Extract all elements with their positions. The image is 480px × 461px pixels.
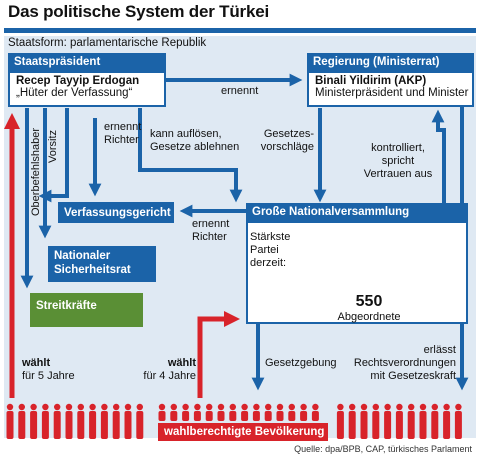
government-box: Regierung (Ministerrat) Binali Yildirim …	[307, 53, 474, 110]
person-icon	[77, 403, 85, 439]
person-icon	[241, 403, 249, 421]
person-icon	[276, 403, 284, 421]
person-icon	[348, 403, 356, 439]
total-seats-label: Abgeordnete	[337, 311, 401, 323]
president-role: „Hüter der Verfassung“	[16, 87, 133, 99]
person-icon	[407, 403, 415, 439]
person-icon	[89, 403, 97, 439]
person-icon	[6, 403, 14, 439]
label-vorsitz: Vorsitz	[47, 129, 59, 163]
label-aufloesen: kann auflösen, Gesetze ablehnen	[150, 128, 240, 153]
person-icon	[182, 403, 190, 421]
person-icon	[30, 403, 38, 439]
label-ernennt-government: ernennt	[221, 85, 259, 97]
person-icon	[18, 403, 26, 439]
subtitle: Staatsform: parlamentarische Republik	[8, 37, 207, 49]
label-kontrolliert: kontrolliert, spricht Vertrauen aus	[363, 142, 433, 180]
label-ernennt-richter-right: ernennt Richter	[192, 218, 230, 243]
person-icon	[158, 403, 166, 421]
person-icon	[288, 403, 296, 421]
person-icon	[384, 403, 392, 439]
assembly-box: Große Nationalversammlung	[246, 203, 468, 327]
government-header: Regierung (Ministerrat)	[307, 53, 474, 71]
person-icon	[264, 403, 272, 421]
government-role: Ministerpräsident und Minister	[315, 87, 469, 99]
armed-forces-box: Streitkräfte	[30, 293, 143, 327]
person-icon	[193, 403, 201, 421]
government-body: Binali Yildirim (AKP) Ministerpräsident …	[307, 71, 474, 107]
arrow-president-to-court	[38, 108, 69, 203]
person-icon	[419, 403, 427, 439]
person-icon	[124, 403, 132, 439]
person-icon	[431, 403, 439, 439]
president-name: Recep Tayyip Erdogan	[16, 75, 140, 87]
person-icon	[65, 403, 73, 439]
person-icon	[136, 403, 144, 439]
label-gesetzgebung: Gesetzgebung	[265, 357, 337, 369]
person-icon	[205, 403, 213, 421]
person-icon	[252, 403, 260, 421]
person-icon	[454, 403, 462, 439]
population-people	[6, 403, 462, 439]
person-icon	[395, 403, 403, 439]
government-name: Binali Yildirim (AKP)	[315, 75, 427, 87]
label-waehlt-left: wählt	[22, 357, 51, 369]
person-icon	[100, 403, 108, 439]
court-box: Verfassungsgericht	[58, 202, 174, 223]
title-rule	[4, 28, 476, 33]
assembly-header: Große Nationalversammlung	[246, 203, 468, 221]
arrow-population-elects-assembly	[197, 310, 241, 398]
arrow-president-to-assembly	[138, 108, 243, 203]
president-box: Staatspräsident Recep Tayyip Erdogan „Hü…	[8, 53, 166, 110]
label-fuer-4-jahre: für 4 Jahre	[143, 370, 196, 382]
president-body: Recep Tayyip Erdogan „Hüter der Verfassu…	[8, 71, 166, 107]
arrow-assembly-to-government	[431, 109, 446, 206]
president-header: Staatspräsident	[8, 53, 166, 71]
person-icon	[443, 403, 451, 439]
person-icon	[372, 403, 380, 439]
label-waehlt-mid: wählt	[167, 357, 196, 369]
person-icon	[170, 403, 178, 421]
party-name: AKP	[324, 252, 348, 264]
label-ernennt-richter-left: ernennt Richter	[104, 121, 142, 146]
page-title: Das politische System der Türkei	[8, 2, 269, 21]
person-icon	[300, 403, 308, 421]
total-seats: 550	[355, 293, 383, 310]
person-icon	[112, 403, 120, 439]
assembly-body	[246, 221, 468, 324]
party-seats: 317	[325, 264, 347, 279]
population-box: wahlberechtigte Bevölkerung	[158, 423, 328, 441]
security-council-box: Nationaler Sicherheitsrat	[48, 246, 156, 282]
person-icon	[217, 403, 225, 421]
person-icon	[229, 403, 237, 421]
person-icon	[53, 403, 61, 439]
label-erlaesst: erlässt Rechtsverordnungen mit Gesetzesk…	[353, 344, 456, 382]
source-note: Quelle: dpa/BPB, CAP, türkisches Parlame…	[294, 444, 472, 454]
person-icon	[336, 403, 344, 439]
label-gesetzesvorschlaege: Gesetzes- vorschläge	[260, 128, 314, 153]
strongest-party-label: Stärkste Partei derzeit:	[250, 231, 291, 269]
person-icon	[311, 403, 319, 421]
label-oberbefehlshaber: Oberbefehlshaber	[30, 127, 42, 216]
label-fuer-5-jahre: für 5 Jahre	[22, 370, 75, 382]
person-icon	[360, 403, 368, 439]
person-icon	[41, 403, 49, 439]
